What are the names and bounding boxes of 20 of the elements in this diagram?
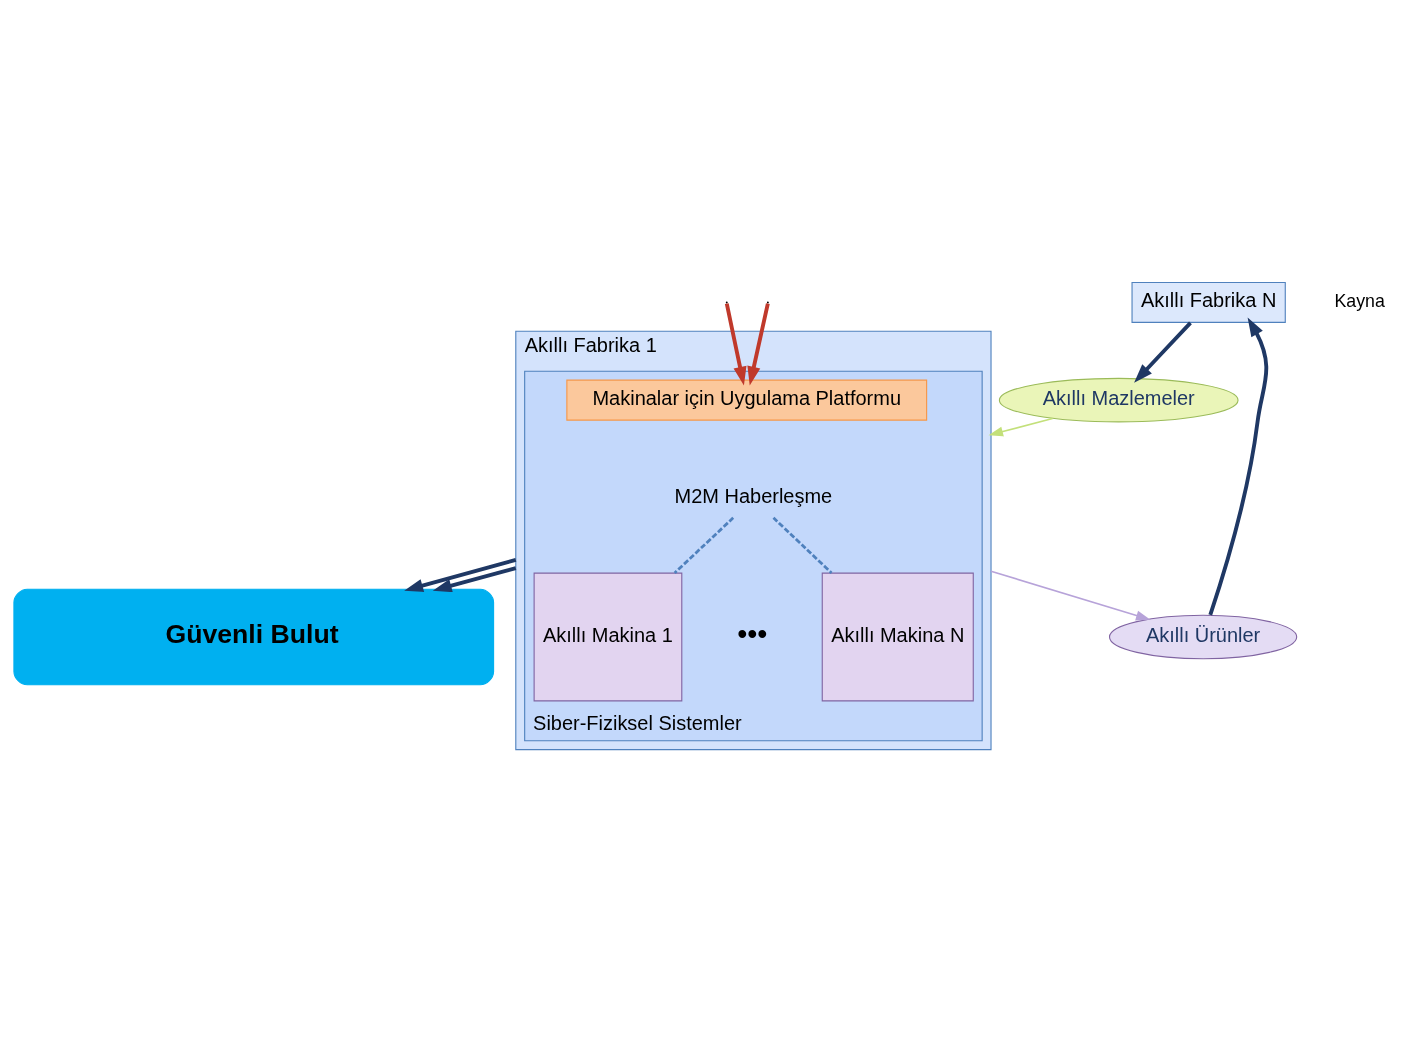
node-text: M2M Haberleşme <box>674 484 832 507</box>
connector <box>673 516 734 574</box>
node-ellipse: Akıllı Mazlemeler <box>998 377 1239 423</box>
arrow <box>1133 321 1192 383</box>
arrow <box>403 558 516 592</box>
node-box: Akıllı Makina N <box>821 572 974 702</box>
node-box: Akıllı Fabrika N <box>1131 281 1286 323</box>
connector <box>772 516 832 574</box>
arrow <box>724 303 747 386</box>
arrow <box>746 303 770 386</box>
label: Kayna <box>1333 290 1385 311</box>
arrow <box>988 417 1053 437</box>
node-box: Güvenli Bulut <box>12 588 494 686</box>
node-box: Akıllı Makina 1 <box>533 572 682 702</box>
node-ellipse: Akıllı Ürünler <box>1108 614 1297 660</box>
node-box: Makinalar için Uygulama Platformu <box>565 379 927 421</box>
arrow <box>989 570 1150 621</box>
label: ••• <box>736 617 767 650</box>
arrow <box>1207 317 1268 616</box>
arrow <box>432 566 516 593</box>
